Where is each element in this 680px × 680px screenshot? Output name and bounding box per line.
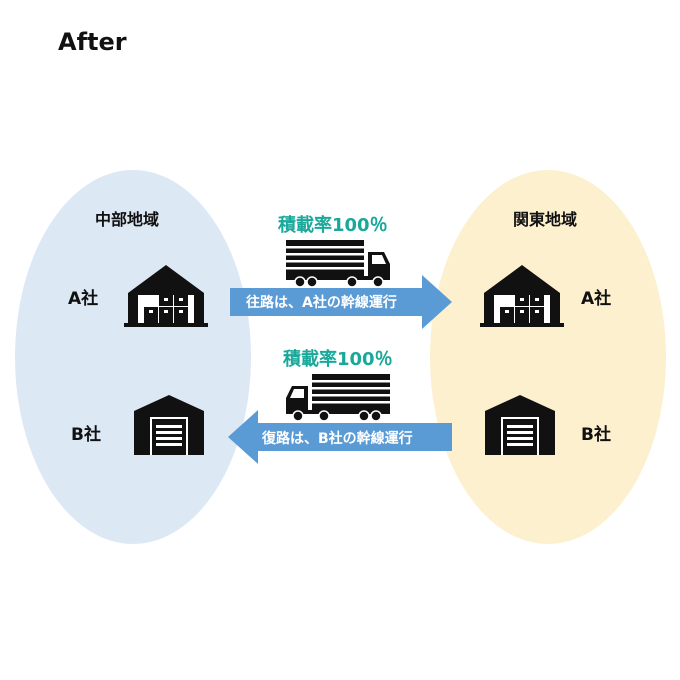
outbound-load-rate: 積載率100％ [278,215,388,236]
company-a-label-chubu: A社 [68,289,99,309]
company-b-label-chubu: B社 [71,425,101,445]
return-arrow [228,410,452,464]
company-b-label-kanto: B社 [581,425,611,445]
company-a-label-kanto: A社 [581,289,612,309]
outbound-arrow [230,275,452,329]
truck-icon [285,373,391,422]
region-label-kanto: 関東地域 [513,210,578,229]
region-label-chubu: 中部地域 [95,210,160,229]
outbound-route-label: 往路は、A社の幹線運行 [246,295,397,311]
return-route-label: 復路は、B社の幹線運行 [262,431,413,447]
page-title: After [58,28,127,56]
return-load-rate: 積載率100％ [283,349,393,370]
truck-icon [285,239,391,288]
